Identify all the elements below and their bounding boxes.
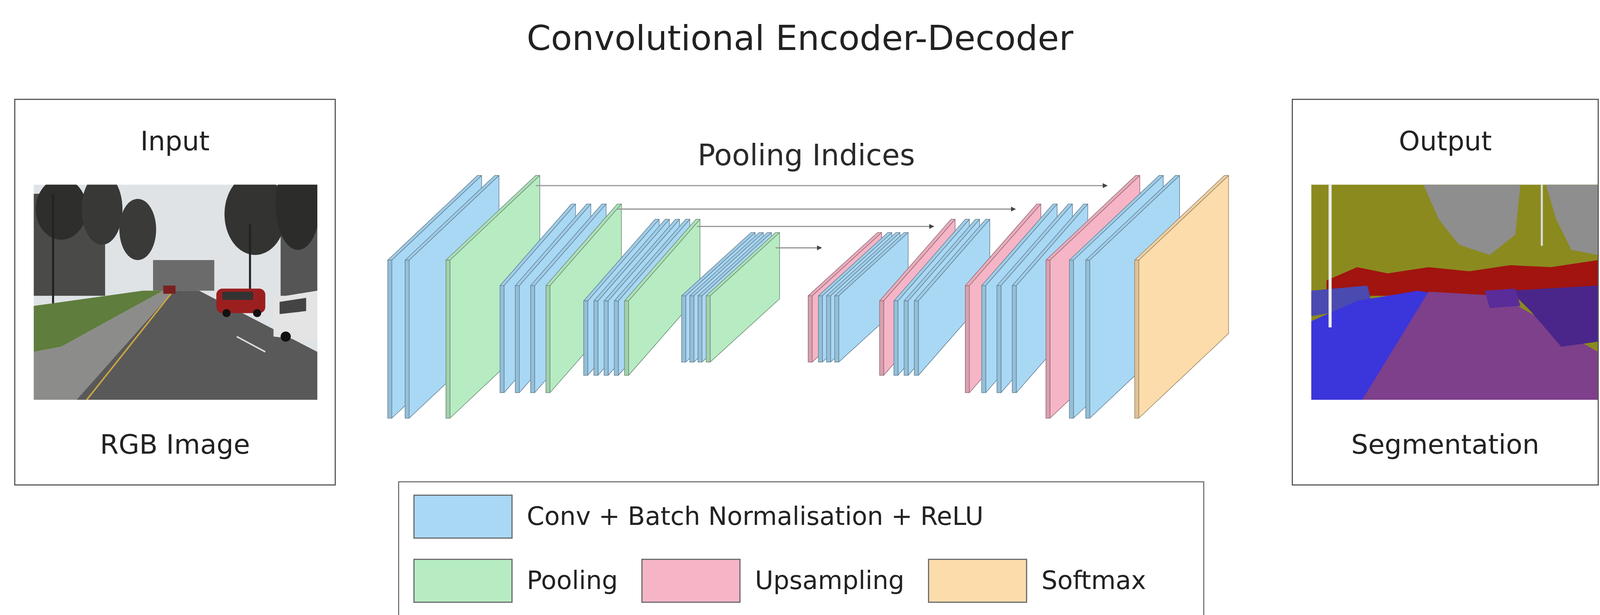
pooling-index-arrows xyxy=(535,185,1108,249)
layer-top xyxy=(624,219,700,301)
layer-face xyxy=(1138,175,1229,419)
label-holder: Pooling Indices xyxy=(609,138,1004,173)
image-panel: OutputSegmentation xyxy=(1291,98,1599,486)
layer-edge xyxy=(706,296,711,363)
layer-edge xyxy=(546,285,550,393)
layer-edge xyxy=(689,296,694,363)
tree xyxy=(35,184,88,240)
layer-edge xyxy=(1085,260,1090,419)
tree xyxy=(275,184,318,250)
index-arrow xyxy=(617,208,1016,210)
layer-face xyxy=(710,232,780,363)
legend-swatch xyxy=(641,559,741,604)
layer-top xyxy=(706,232,780,297)
layer-edge xyxy=(826,296,831,363)
index-arrow xyxy=(775,247,822,249)
layer-edge xyxy=(603,301,608,376)
car xyxy=(163,285,176,295)
legend-text: Pooling xyxy=(526,566,618,596)
panel-caption: RGB Image xyxy=(100,429,250,461)
layer-edge xyxy=(387,260,392,419)
layer-edge xyxy=(681,296,686,363)
tree-class xyxy=(1311,184,1599,400)
layer-edge xyxy=(1069,260,1074,419)
layer-edge xyxy=(614,301,619,376)
legend-box: Conv + Batch Normalisation + ReLU Pooling… xyxy=(398,481,1205,615)
diagram-title: Convolutional Encoder-Decoder xyxy=(526,17,1074,59)
pole-class xyxy=(1328,184,1332,328)
tree xyxy=(119,198,156,261)
layer-edge xyxy=(1046,260,1050,419)
segmentation-map xyxy=(1311,184,1599,400)
car-class xyxy=(1484,288,1521,309)
layer-edge xyxy=(893,301,898,376)
layer-edge xyxy=(879,301,884,376)
image-panel: InputRGB Image xyxy=(14,98,336,486)
layer-edge xyxy=(808,296,813,363)
layer-top xyxy=(1134,175,1229,261)
lamp-post xyxy=(248,224,251,296)
tree xyxy=(81,184,123,245)
road xyxy=(76,290,318,400)
layer-edge xyxy=(515,285,520,393)
panel-caption: Segmentation xyxy=(1351,429,1540,461)
wheel xyxy=(222,309,231,318)
layer-edge xyxy=(624,301,629,376)
layer-edge xyxy=(698,296,702,363)
car-class xyxy=(1510,285,1599,348)
layer-edge xyxy=(593,301,598,376)
layer-edge xyxy=(965,285,970,393)
layer-edge xyxy=(583,301,588,376)
layer-edge xyxy=(1012,285,1017,393)
legend-row: Pooling Upsampling Softmax xyxy=(413,559,1189,604)
softmax-layer xyxy=(1134,175,1229,419)
legend-item: Conv + Batch Normalisation + ReLU xyxy=(413,494,984,539)
layer-edge xyxy=(834,296,839,363)
lamp-post xyxy=(51,193,54,306)
layer-top xyxy=(446,175,540,261)
car-window xyxy=(222,291,254,300)
layer-edge xyxy=(446,260,450,419)
street-photo xyxy=(33,184,318,400)
car xyxy=(273,290,318,343)
layer-edge xyxy=(996,285,1001,393)
road-marking xyxy=(236,336,266,352)
network-layers xyxy=(387,175,1229,419)
index-arrow xyxy=(696,225,934,228)
layer-edge xyxy=(903,301,908,376)
legend-row: Conv + Batch Normalisation + ReLU xyxy=(413,494,1189,539)
building xyxy=(153,260,215,291)
layer-edge xyxy=(914,301,919,376)
legend-item: Pooling xyxy=(413,559,618,604)
pooling-layer xyxy=(706,232,780,363)
legend-swatch xyxy=(413,494,513,539)
panel-caption: Output xyxy=(1398,125,1492,157)
legend-swatch xyxy=(413,559,513,604)
pole-class xyxy=(1540,184,1543,247)
layer-edge xyxy=(405,260,410,419)
legend-text: Softmax xyxy=(1041,566,1147,596)
car-window xyxy=(279,298,306,315)
layer-edge xyxy=(818,296,823,363)
layer-edge xyxy=(981,285,986,393)
legend-item: Softmax xyxy=(927,559,1147,604)
index-arrow xyxy=(535,185,1108,187)
title-holder: Convolutional Encoder-Decoder xyxy=(0,18,1600,58)
wheel xyxy=(280,331,291,342)
layer-edge xyxy=(500,285,504,393)
legend-text: Conv + Batch Normalisation + ReLU xyxy=(526,502,984,532)
sky-class xyxy=(1546,184,1599,256)
sky-class xyxy=(1423,184,1521,256)
legend-text: Upsampling xyxy=(754,566,905,596)
road-marking xyxy=(86,290,174,400)
panel-caption: Input xyxy=(140,125,210,157)
layer-edge xyxy=(530,285,535,393)
wheel xyxy=(253,309,262,318)
legend-item: Upsampling xyxy=(641,559,905,604)
legend-swatch xyxy=(927,559,1028,604)
layer-edge xyxy=(1134,260,1139,419)
annotation-label: Pooling Indices xyxy=(697,138,915,173)
